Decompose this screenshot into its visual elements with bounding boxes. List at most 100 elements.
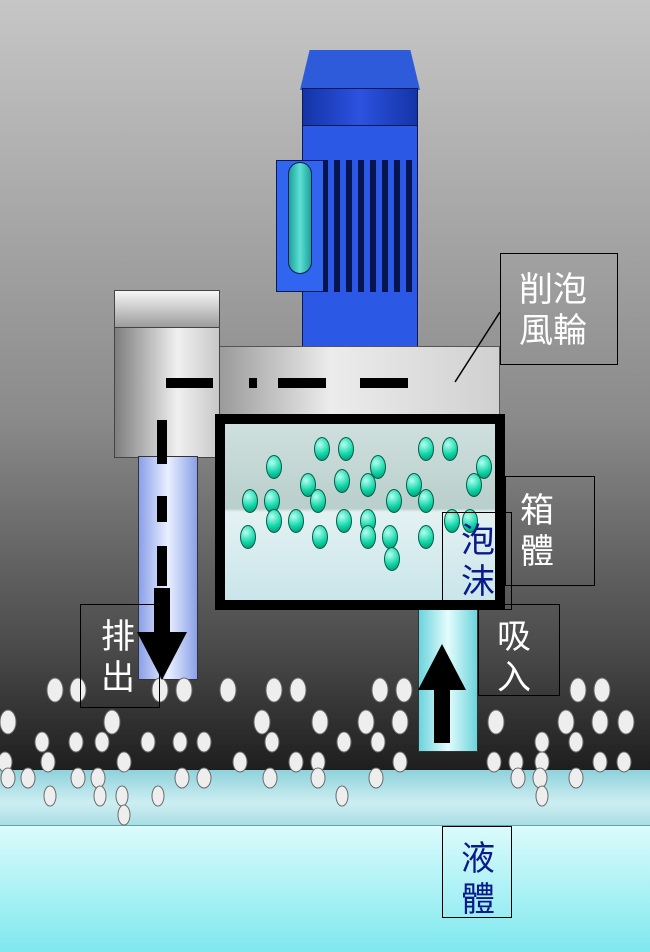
- foam-bubble: [196, 767, 212, 789]
- foam-bubble-green: [334, 469, 350, 493]
- tank-label-text: 箱 體: [520, 491, 554, 573]
- foam-bubble-green: [476, 455, 492, 479]
- foam-bubble: [310, 767, 326, 789]
- liquid-label-text: 液 體: [461, 839, 495, 921]
- foam-bubble: [336, 731, 352, 753]
- foam-bubble: [371, 677, 389, 703]
- tank: [215, 414, 505, 610]
- foam-bubble: [140, 731, 156, 753]
- foam-bubble: [94, 731, 110, 753]
- foam-bubble: [288, 751, 304, 773]
- foam-bubble: [395, 677, 413, 703]
- foam-bubble: [391, 709, 409, 735]
- foam-bubble: [70, 767, 86, 789]
- foam-bubble: [392, 751, 408, 773]
- foam-bubble: [0, 767, 16, 789]
- foam-bubble-green: [418, 489, 434, 513]
- foam-bubble-green: [338, 437, 354, 461]
- foam-bubble: [151, 785, 165, 807]
- motor-cap: [300, 50, 420, 90]
- foam-bubble: [40, 751, 56, 773]
- bubble-layer: [0, 677, 635, 826]
- foam-bubble: [616, 751, 632, 773]
- suction-label: 吸 入: [478, 604, 560, 698]
- foam-label-text: 泡 沫: [461, 521, 495, 603]
- foam-bubble-green: [360, 473, 376, 497]
- foam-bubble: [219, 677, 237, 703]
- foam-bubble-green: [418, 525, 434, 549]
- foam-bubble: [510, 767, 526, 789]
- foam-bubble: [43, 785, 57, 807]
- foam-bubble: [557, 709, 575, 735]
- foam-bubble: [232, 751, 248, 773]
- foam-bubble: [370, 731, 386, 753]
- impeller-label: 削泡 風輪: [500, 253, 618, 365]
- foam-bubble: [617, 709, 635, 735]
- tank-interior: [225, 424, 495, 600]
- motor-band: [302, 88, 418, 126]
- foam-bubble: [0, 709, 17, 735]
- foam-bubble: [568, 731, 584, 753]
- flow-dash: [157, 496, 167, 522]
- foam-bubble: [487, 709, 505, 735]
- foam-bubble: [569, 677, 587, 703]
- foam-bubble: [289, 677, 307, 703]
- foam-bubble: [103, 709, 121, 735]
- foam-bubble-green: [360, 525, 376, 549]
- flow-dash: [360, 378, 408, 388]
- foam-bubble: [593, 677, 611, 703]
- foam-bubble-green: [266, 455, 282, 479]
- foam-bubble: [20, 767, 36, 789]
- foam-bubble: [264, 731, 280, 753]
- discharge-label-text: 排 出: [101, 617, 135, 699]
- foam-bubble-green: [310, 489, 326, 513]
- foam-bubble: [151, 677, 169, 703]
- foam-bubble: [68, 731, 84, 753]
- foam-bubble: [69, 677, 87, 703]
- flow-dash: [166, 378, 213, 388]
- liquid-body: [0, 825, 650, 952]
- foam-bubble: [116, 751, 132, 773]
- junction-lens: [288, 162, 312, 274]
- foam-bubble: [592, 751, 608, 773]
- arrow-up-icon: [418, 644, 466, 743]
- foam-bubble: [174, 767, 190, 789]
- foam-bubble-green: [418, 437, 434, 461]
- foam-bubble-green: [288, 509, 304, 533]
- foam-bubble-green: [406, 473, 422, 497]
- foam-bubble-green: [370, 455, 386, 479]
- foam-bubble-green: [314, 437, 330, 461]
- flow-dash: [157, 420, 167, 464]
- foam-bubble: [93, 785, 107, 807]
- foam-bubble-green: [442, 437, 458, 461]
- foam-bubble-green: [386, 489, 402, 513]
- foam-bubble: [265, 677, 283, 703]
- foam-bubble: [486, 751, 502, 773]
- foam-bubble: [34, 731, 50, 753]
- foam-bubble: [335, 785, 349, 807]
- motor-cooling-fins: [322, 160, 414, 292]
- foam-bubble-green: [462, 509, 478, 533]
- foam-bubble-green: [242, 489, 258, 513]
- foam-bubble: [368, 767, 384, 789]
- foam-bubble: [172, 731, 188, 753]
- foam-bubble-green: [312, 525, 328, 549]
- suction-label-text: 吸 入: [497, 617, 531, 699]
- flow-dash: [249, 378, 257, 388]
- foam-bubble: [535, 785, 549, 807]
- foam-bubble-green: [466, 473, 482, 497]
- foam-bubble: [46, 677, 64, 703]
- foam-bubble: [591, 709, 609, 735]
- outlet-cap: [114, 290, 220, 328]
- foam-bubble-green: [384, 547, 400, 571]
- foam-bubble: [253, 709, 271, 735]
- arrow-down-icon: [137, 588, 187, 680]
- foam-bubble: [262, 767, 278, 789]
- foam-bubble-green: [336, 509, 352, 533]
- foam-bubble: [196, 731, 212, 753]
- impeller-leader-line: [454, 311, 501, 383]
- foam-bubble: [175, 677, 193, 703]
- liquid-label: 液 體: [442, 826, 512, 920]
